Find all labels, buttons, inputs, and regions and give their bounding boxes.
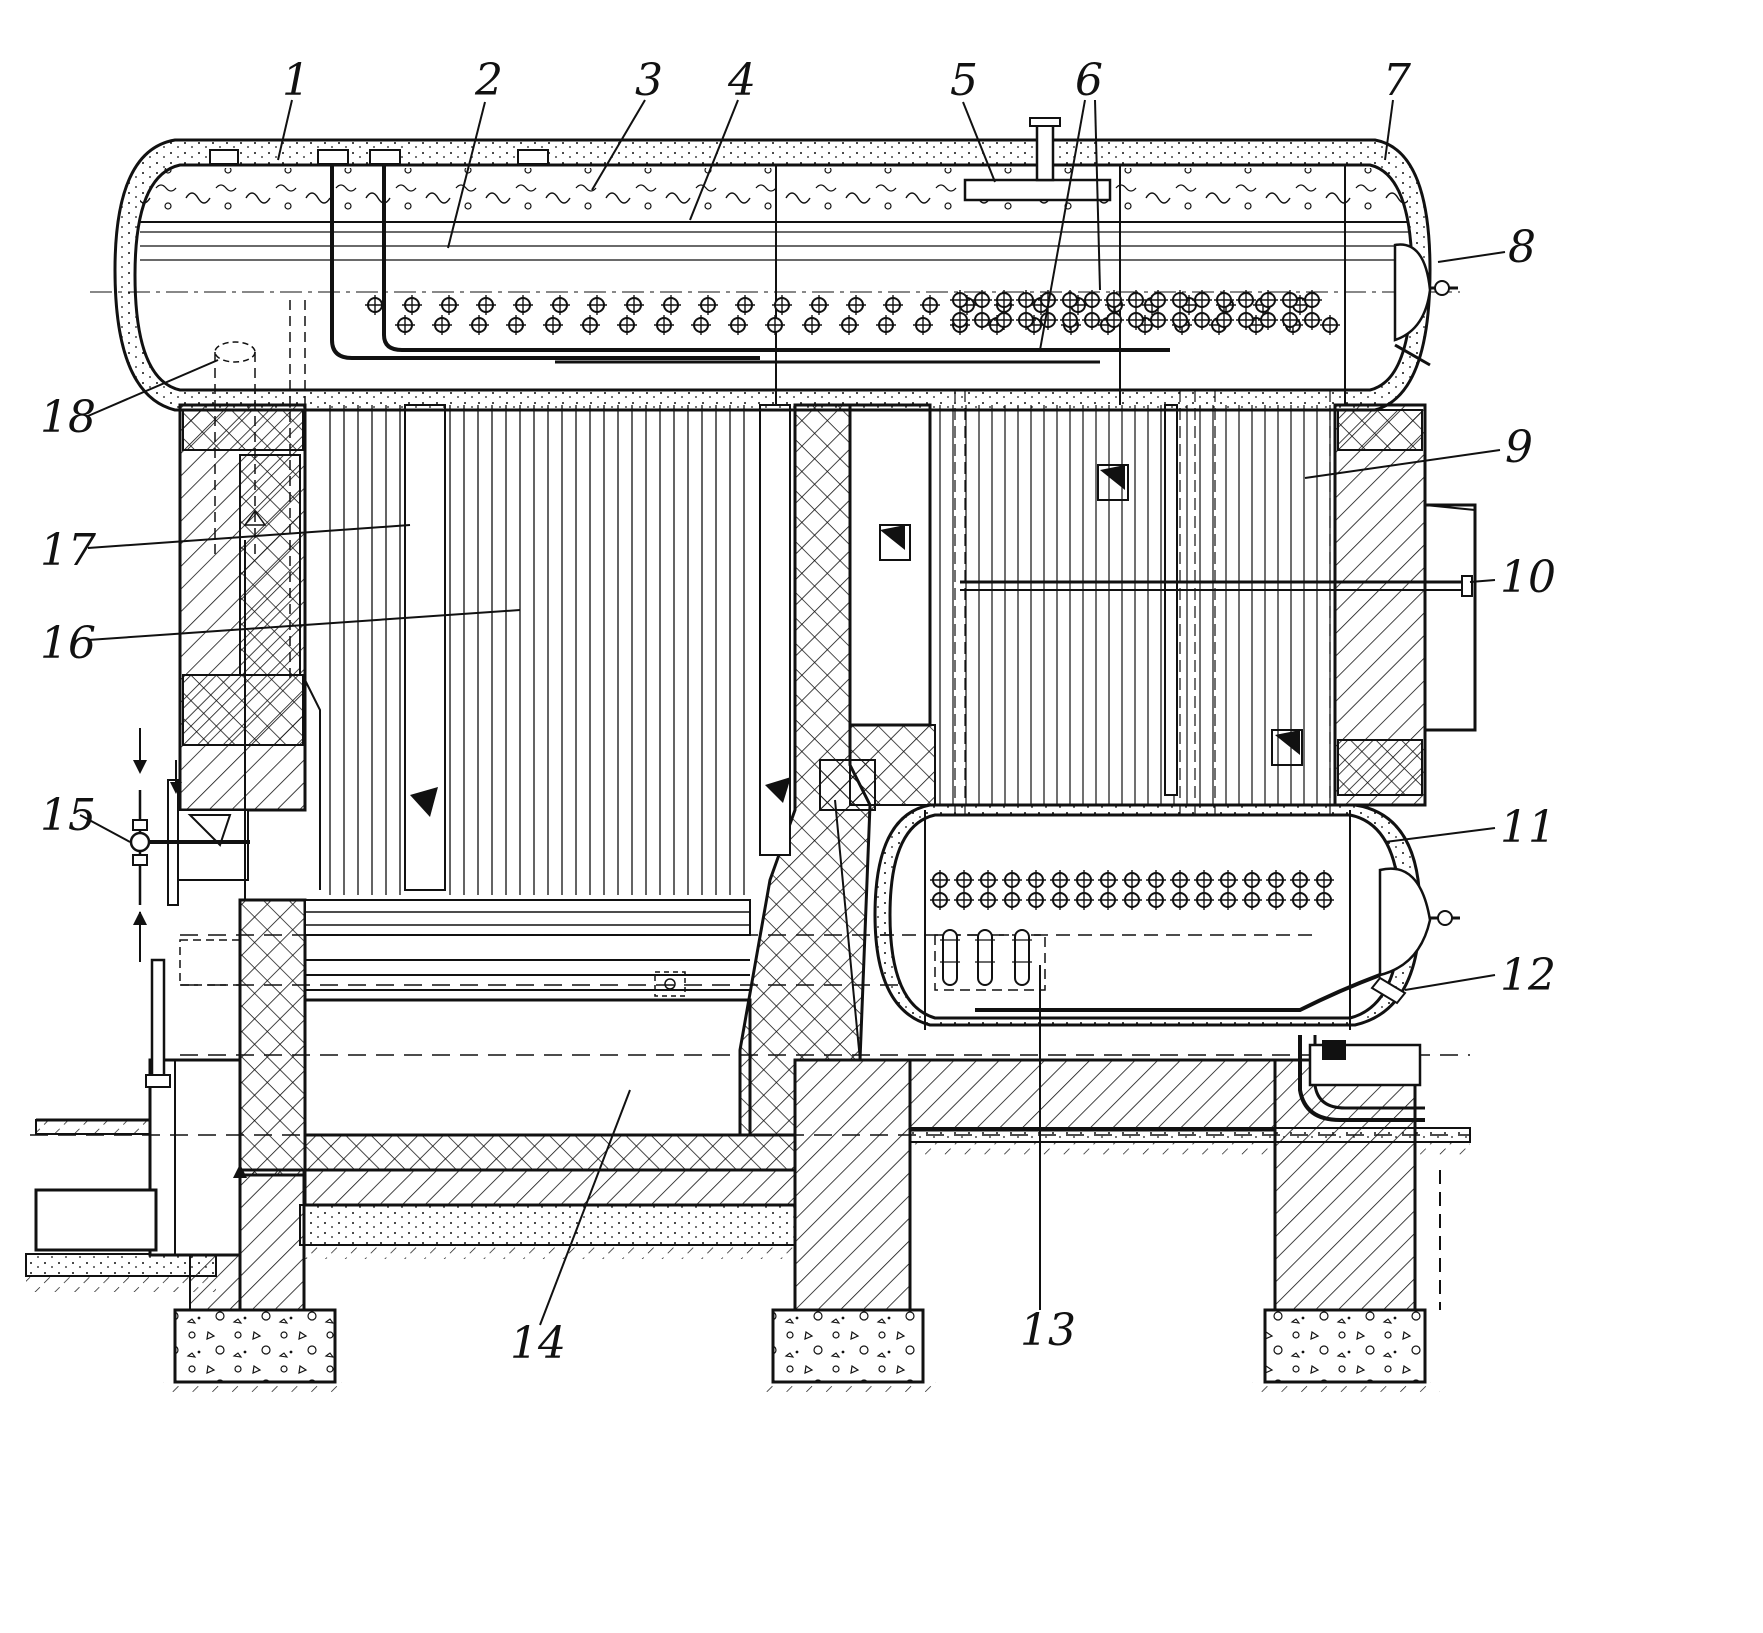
callout-18: 18 <box>40 392 96 443</box>
callout-labels: 1 2 3 4 5 6 7 8 9 10 11 12 13 14 15 16 1… <box>40 55 1556 1369</box>
riser-tube <box>1014 929 1030 986</box>
leader-line <box>1384 99 1394 161</box>
leader-line <box>79 814 131 843</box>
callout-leaders <box>79 99 1506 1326</box>
callout-15: 15 <box>40 790 96 841</box>
drum-tube-holes <box>365 290 1340 335</box>
grate-area <box>30 899 1470 1137</box>
leader-line <box>1404 974 1496 991</box>
leader-line <box>447 101 486 249</box>
leader-line <box>1304 449 1501 479</box>
brick-pillars <box>189 1058 1441 1312</box>
lower-drum-tube-holes <box>930 870 1334 910</box>
leader-line <box>539 1089 631 1326</box>
callout-5: 5 <box>950 55 978 106</box>
leader-line <box>1437 251 1506 263</box>
callout-10: 10 <box>1500 552 1556 603</box>
callout-12: 12 <box>1500 950 1556 1001</box>
leader-line <box>1094 99 1101 291</box>
callout-9: 9 <box>1505 422 1533 473</box>
baffles <box>404 404 1473 891</box>
front-tube-bank <box>329 405 745 895</box>
callout-2: 2 <box>474 55 503 106</box>
rear-tube-bank <box>939 300 1331 1000</box>
callout-13: 13 <box>1020 1305 1076 1356</box>
right-furnace-wall <box>1333 403 1477 807</box>
callout-11: 11 <box>1500 802 1556 853</box>
leader-line <box>87 524 411 549</box>
burner-fitting <box>129 509 321 1215</box>
leader-line <box>87 609 521 641</box>
leader-line <box>689 99 739 221</box>
bridge-wall <box>738 403 936 1137</box>
leader-line <box>1384 827 1496 843</box>
callout-8: 8 <box>1508 222 1536 273</box>
callout-1: 1 <box>282 55 310 106</box>
riser-tubes <box>940 929 1032 986</box>
leader-line <box>591 99 646 191</box>
callout-7: 7 <box>1383 55 1411 106</box>
riser-tube <box>942 929 958 986</box>
leader-line <box>277 99 293 161</box>
callout-3: 3 <box>635 55 663 106</box>
callout-4: 4 <box>727 55 756 106</box>
leader-line <box>1469 579 1496 583</box>
leader-line <box>962 101 996 183</box>
leader-line <box>1039 99 1086 351</box>
callout-6: 6 <box>1075 55 1103 106</box>
riser-tube <box>977 929 993 986</box>
callout-14: 14 <box>510 1318 566 1369</box>
footing-blocks <box>160 1308 1440 1392</box>
callout-16: 16 <box>40 618 96 669</box>
callout-17: 17 <box>40 525 96 576</box>
leader-line <box>87 359 219 417</box>
